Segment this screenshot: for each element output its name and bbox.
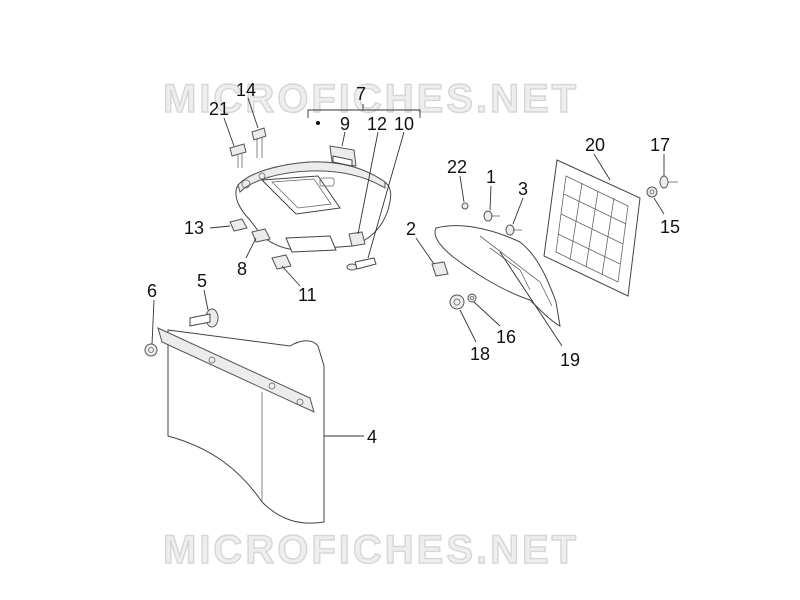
group-bracket-7	[307, 109, 421, 118]
callout-13: 13	[184, 218, 204, 238]
screw-22	[461, 202, 469, 210]
washer-15	[646, 186, 658, 198]
callout-7: 7	[356, 84, 366, 104]
screw-14	[251, 127, 267, 158]
clip-2	[431, 261, 449, 277]
rivet-10	[346, 257, 377, 271]
nut-11	[271, 254, 292, 270]
callout-22: 22	[447, 157, 467, 177]
callout-14: 14	[236, 80, 256, 100]
callout-19: 19	[560, 350, 580, 370]
watermark-bottom: MICROFICHES.NET	[163, 528, 579, 572]
license-holder-19	[434, 225, 561, 327]
callout-16: 16	[496, 327, 516, 347]
screw-1	[483, 210, 500, 222]
callout-20: 20	[585, 135, 605, 155]
callout-8: 8	[237, 259, 247, 279]
nut-13	[229, 218, 248, 232]
callout-6: 6	[147, 281, 157, 301]
screw-3	[505, 224, 522, 236]
callout-11: 11	[298, 285, 317, 305]
watermark-top: MICROFICHES.NET	[163, 77, 579, 121]
callout-15: 15	[660, 217, 680, 237]
license-plate-20	[543, 159, 641, 297]
callout-17: 17	[650, 135, 670, 155]
bracket-assembly	[235, 161, 392, 253]
nut-12	[348, 231, 366, 247]
screw-17	[659, 175, 678, 189]
bolt-5	[189, 308, 219, 328]
washer-16	[467, 293, 477, 303]
callout-9: 9	[340, 114, 350, 134]
screw-21	[229, 143, 247, 168]
mudflap-assembly	[157, 327, 325, 524]
callout-12: 12	[367, 114, 387, 134]
leader-lines	[151, 97, 665, 437]
washer-6	[144, 343, 158, 357]
nut-8	[251, 228, 271, 243]
callout-4: 4	[367, 427, 377, 447]
callout-10: 10	[394, 114, 414, 134]
callout-5: 5	[197, 271, 207, 291]
callout-3: 3	[518, 179, 528, 199]
clip-9	[329, 145, 357, 167]
group-dot	[316, 121, 320, 125]
callout-18: 18	[470, 344, 490, 364]
callout-2: 2	[406, 219, 416, 239]
callout-1: 1	[486, 167, 496, 187]
callout-21: 21	[209, 99, 229, 119]
nut-18	[449, 294, 465, 310]
